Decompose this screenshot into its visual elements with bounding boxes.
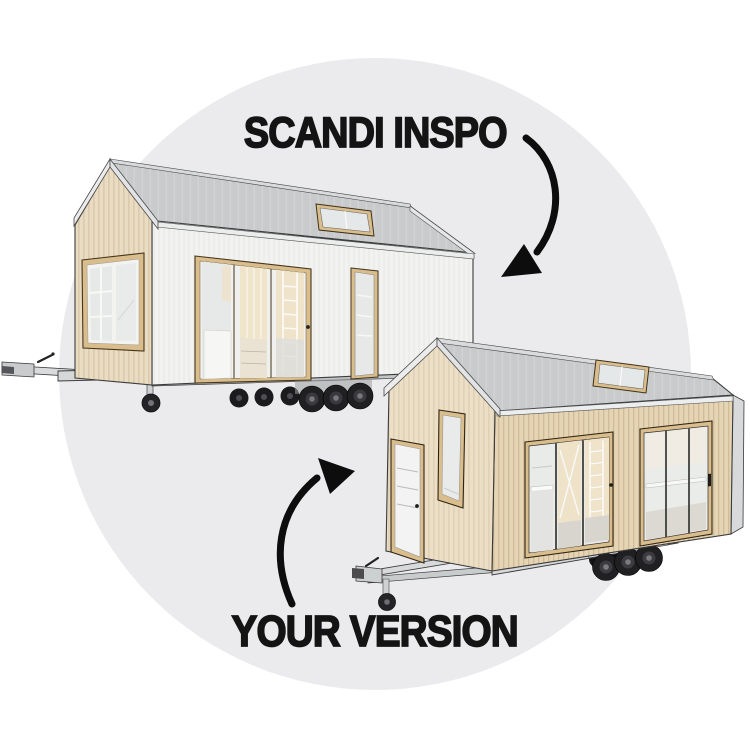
version-label: YOUR VERSION	[0, 607, 750, 656]
entry-door	[390, 438, 425, 564]
glass-doors	[639, 420, 713, 547]
skylight	[315, 203, 375, 237]
trailer-wheels-far	[229, 386, 300, 408]
trailer-wheels	[298, 382, 374, 413]
inspiration-label-text: SCANDI INSPO	[243, 109, 508, 157]
gable-window	[81, 252, 145, 352]
curved-arrow-up-right-icon	[276, 458, 355, 608]
inspiration-label: SCANDI INSPO	[0, 109, 750, 157]
your-version-house-illustration	[352, 336, 745, 611]
trailer-wheels	[592, 544, 663, 581]
gable-fascia	[109, 157, 159, 231]
door-handle	[415, 504, 419, 508]
glass-doors	[524, 431, 614, 559]
inspiration-house-illustration	[1, 157, 479, 413]
version-label-text: YOUR VERSION	[231, 607, 520, 656]
narrow-door	[350, 267, 379, 380]
gable-window	[437, 409, 466, 509]
door-handle	[708, 473, 711, 487]
door-handle	[306, 325, 310, 329]
gable-fascia	[436, 336, 501, 419]
curved-arrow-down-left-icon	[501, 134, 560, 277]
glass-doors	[194, 255, 312, 384]
skylight	[592, 359, 650, 394]
door-handle	[609, 483, 613, 487]
